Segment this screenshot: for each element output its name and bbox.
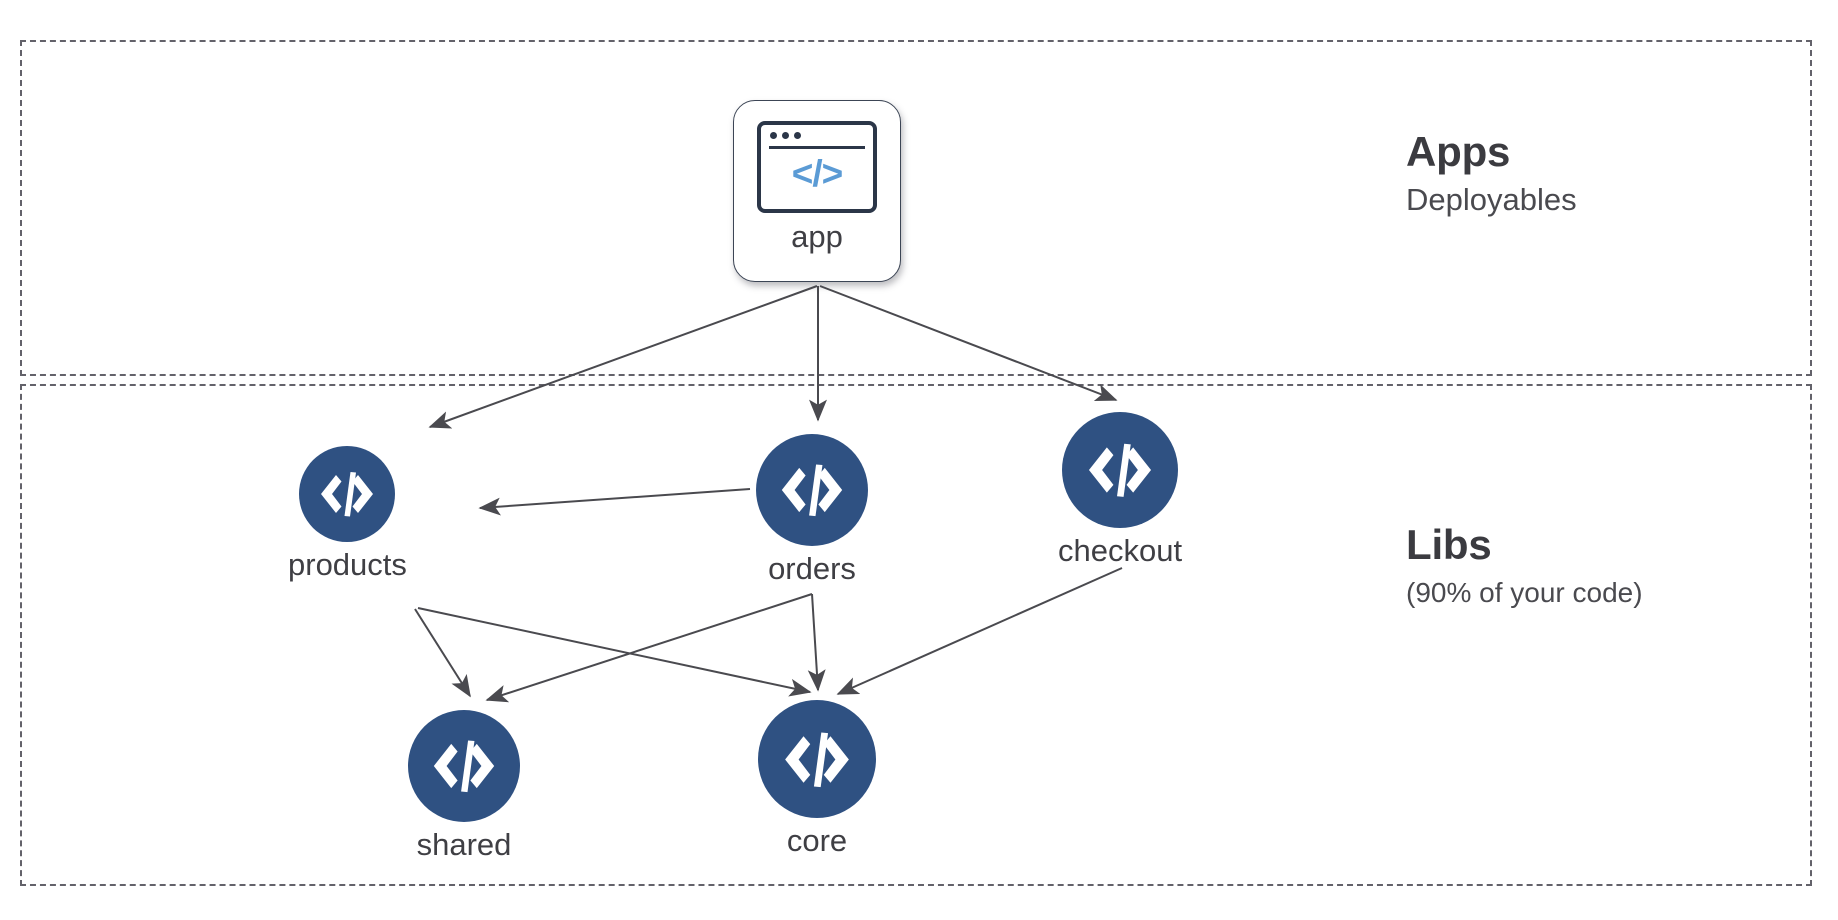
node-app[interactable]: </> app [733, 100, 901, 282]
node-orders-label: orders [768, 551, 856, 586]
node-checkout[interactable]: checkout [1058, 412, 1182, 566]
zone-libs-caption: Libs (90% of your code) [1406, 521, 1643, 609]
node-products[interactable]: products [288, 446, 407, 580]
zone-libs-subtitle: (90% of your code) [1406, 577, 1643, 609]
code-brackets-glyph: </> [791, 153, 844, 194]
node-orders[interactable]: orders [756, 434, 868, 584]
code-brackets-icon [408, 710, 520, 822]
code-brackets-icon [299, 446, 396, 542]
zone-apps-title: Apps [1406, 128, 1511, 175]
code-brackets-icon [758, 700, 876, 818]
code-brackets-icon [756, 434, 868, 546]
node-shared-label: shared [416, 827, 512, 862]
zone-apps-caption: Apps Deployables [1406, 128, 1577, 218]
node-core-label: core [786, 823, 848, 858]
node-core[interactable]: core [758, 700, 876, 856]
browser-divider [769, 146, 865, 149]
zone-libs-title: Libs [1406, 521, 1492, 568]
node-checkout-label: checkout [1058, 533, 1183, 568]
zone-apps-subtitle: Deployables [1406, 182, 1577, 218]
node-shared[interactable]: shared [408, 710, 520, 860]
browser-code-icon: </> [757, 121, 877, 213]
node-app-label: app [791, 219, 843, 254]
node-products-label: products [288, 547, 407, 582]
code-brackets-icon [1062, 412, 1179, 528]
browser-dots-icon [770, 132, 801, 139]
